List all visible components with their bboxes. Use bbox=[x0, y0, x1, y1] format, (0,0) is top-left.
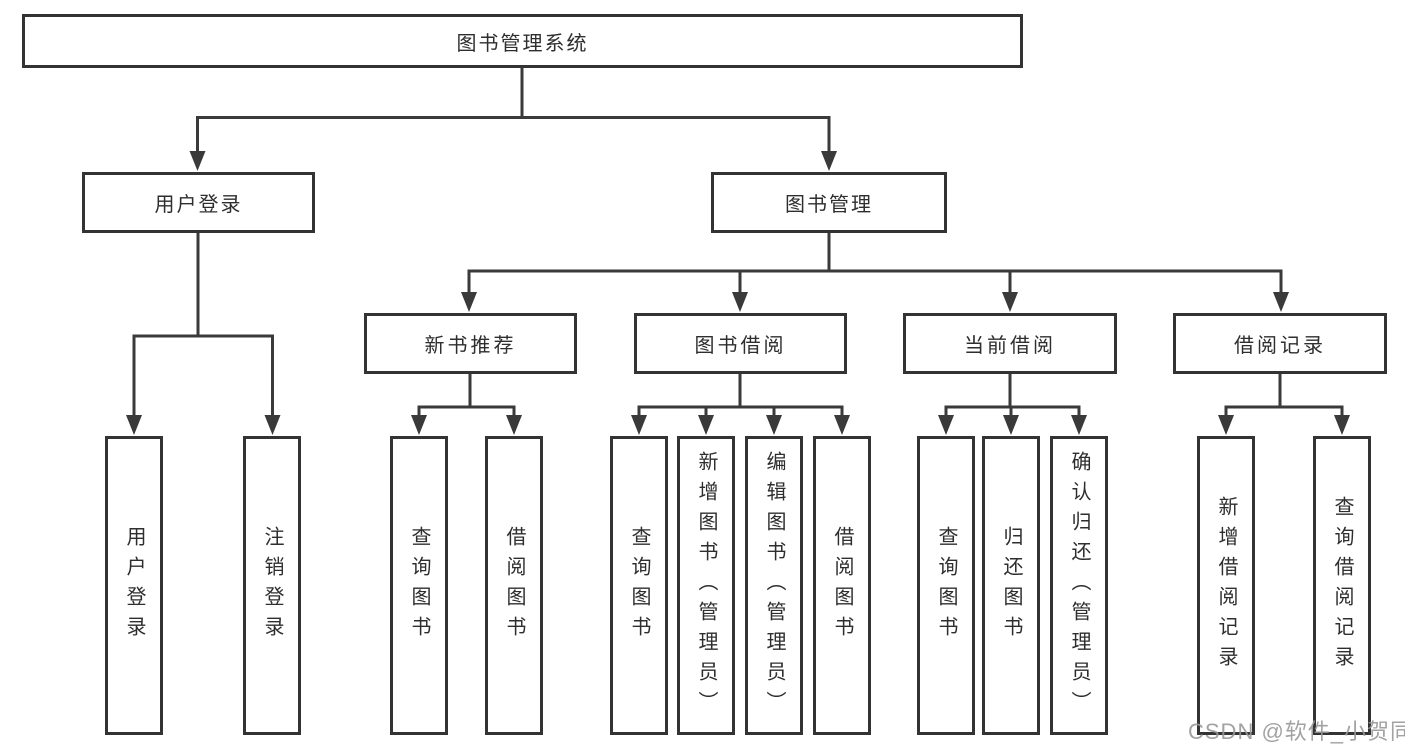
leaf-borrow-books: 借阅图书 bbox=[813, 436, 871, 735]
node-book-management: 图书管理 bbox=[711, 172, 947, 233]
leaf-query-borrow-record-label: 查询借阅记录 bbox=[1331, 495, 1353, 676]
leaf-confirm-return-admin-label: 确认归还（管理员） bbox=[1068, 450, 1090, 721]
leaf-add-books-admin-label: 新增图书（管理员） bbox=[695, 450, 717, 721]
leaf-add-borrow-record: 新增借阅记录 bbox=[1197, 436, 1255, 735]
leaf-logout-label: 注销登录 bbox=[261, 525, 283, 646]
leaf-borrow-books-recommend: 借阅图书 bbox=[485, 436, 543, 735]
leaf-edit-books-admin-label: 编辑图书（管理员） bbox=[763, 450, 785, 721]
leaf-add-borrow-record-label: 新增借阅记录 bbox=[1215, 495, 1237, 676]
node-root-label: 图书管理系统 bbox=[456, 32, 589, 55]
leaf-return-books-label: 归还图书 bbox=[1000, 525, 1022, 646]
leaf-confirm-return-admin: 确认归还（管理员） bbox=[1050, 436, 1108, 735]
node-new-book-recommend-label: 新书推荐 bbox=[424, 335, 517, 357]
leaf-query-books-current: 查询图书 bbox=[917, 436, 975, 735]
leaf-query-books-recommend: 查询图书 bbox=[390, 436, 448, 735]
leaf-borrow-books-label: 借阅图书 bbox=[831, 525, 853, 646]
leaf-user-login: 用户登录 bbox=[105, 436, 163, 735]
node-current-borrow: 当前借阅 bbox=[903, 313, 1117, 374]
leaf-borrow-books-recommend-label: 借阅图书 bbox=[503, 525, 525, 646]
leaf-query-books-borrow-label: 查询图书 bbox=[628, 525, 650, 646]
leaf-edit-books-admin: 编辑图书（管理员） bbox=[745, 436, 803, 735]
node-user-login-label: 用户登录 bbox=[154, 194, 243, 216]
leaf-query-books-borrow: 查询图书 bbox=[610, 436, 668, 735]
node-borrow-records: 借阅记录 bbox=[1173, 313, 1387, 374]
node-book-borrow: 图书借阅 bbox=[634, 313, 847, 374]
node-book-borrow-label: 图书借阅 bbox=[694, 335, 787, 357]
leaf-query-books-recommend-label: 查询图书 bbox=[408, 525, 430, 646]
node-new-book-recommend: 新书推荐 bbox=[364, 313, 577, 374]
csdn-watermark: CSDN @软件_小贺同学 bbox=[1188, 719, 1405, 744]
leaf-query-borrow-record: 查询借阅记录 bbox=[1313, 436, 1371, 735]
node-user-login: 用户登录 bbox=[82, 172, 315, 233]
leaf-query-books-current-label: 查询图书 bbox=[935, 525, 957, 646]
node-borrow-records-label: 借阅记录 bbox=[1234, 335, 1326, 357]
node-current-borrow-label: 当前借阅 bbox=[964, 335, 1056, 357]
arrowheads bbox=[126, 151, 1350, 435]
leaf-logout: 注销登录 bbox=[243, 436, 301, 735]
leaf-return-books: 归还图书 bbox=[982, 436, 1040, 735]
node-book-management-label: 图书管理 bbox=[785, 194, 873, 216]
leaf-user-login-label: 用户登录 bbox=[123, 525, 145, 646]
leaf-add-books-admin: 新增图书（管理员） bbox=[677, 436, 735, 735]
node-root-system: 图书管理系统 bbox=[22, 14, 1023, 68]
